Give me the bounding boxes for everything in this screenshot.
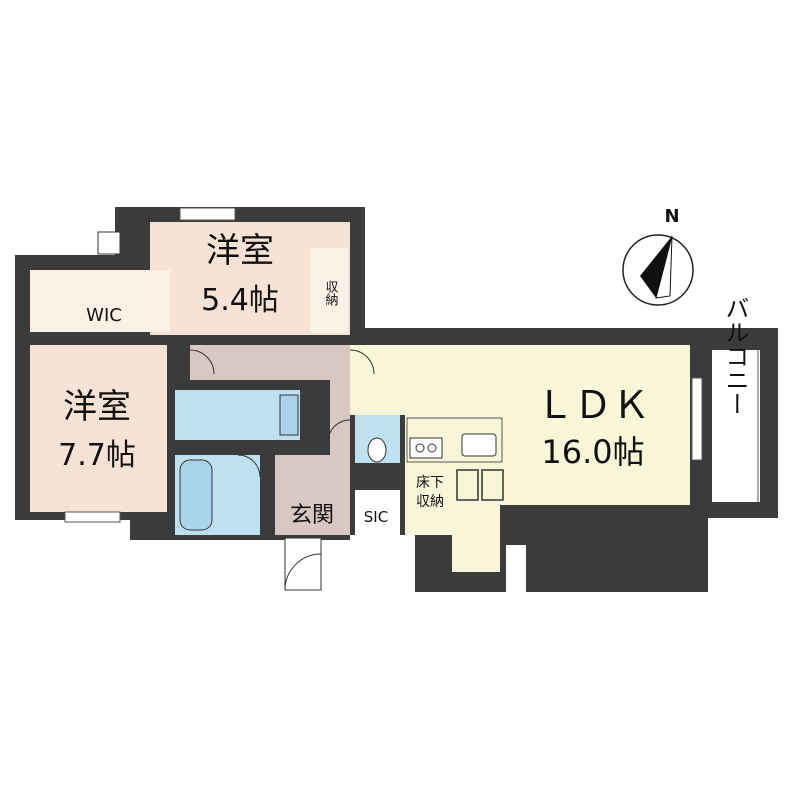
ldk-name: ＬＤＫ <box>536 383 650 427</box>
stove-icon <box>409 437 443 459</box>
washroom-area <box>175 390 300 440</box>
compass-north-label: N <box>664 206 679 227</box>
sic-label: SIC <box>364 508 388 526</box>
western-room-2-size: 7.7帖 <box>58 438 136 473</box>
wic-area <box>30 270 170 332</box>
toilet-icon <box>367 437 387 463</box>
underfloor-storage-line2: 収納 <box>416 494 444 510</box>
washbasin-icon <box>279 394 299 436</box>
underfloor-storage-box-1 <box>456 469 479 501</box>
western-room-2-name: 洋室 <box>63 387 131 427</box>
wic-label: WIC <box>86 305 122 326</box>
closet-label: 収納 <box>323 280 339 307</box>
closet-area <box>310 248 348 333</box>
doors <box>97 231 375 591</box>
sic-area <box>355 490 400 535</box>
entrance-area <box>275 492 350 535</box>
compass-icon <box>622 234 694 306</box>
ldk-size: 16.0帖 <box>541 433 644 471</box>
underfloor-storage-line1: 床下 <box>416 475 444 491</box>
underfloor-storage-box-2 <box>481 469 504 501</box>
bathtub-icon <box>179 459 213 531</box>
balcony-area <box>712 350 760 502</box>
hallway-area <box>190 345 350 535</box>
western-room-1-size: 5.4帖 <box>201 283 279 318</box>
western-room-2-area <box>30 345 167 512</box>
western-room-1-name: 洋室 <box>206 231 274 271</box>
balcony-label: バルコニー <box>721 296 749 416</box>
ldk-area <box>350 345 690 572</box>
entrance-label: 玄関 <box>290 503 334 528</box>
windows <box>64 207 703 523</box>
sink-icon <box>461 433 497 457</box>
